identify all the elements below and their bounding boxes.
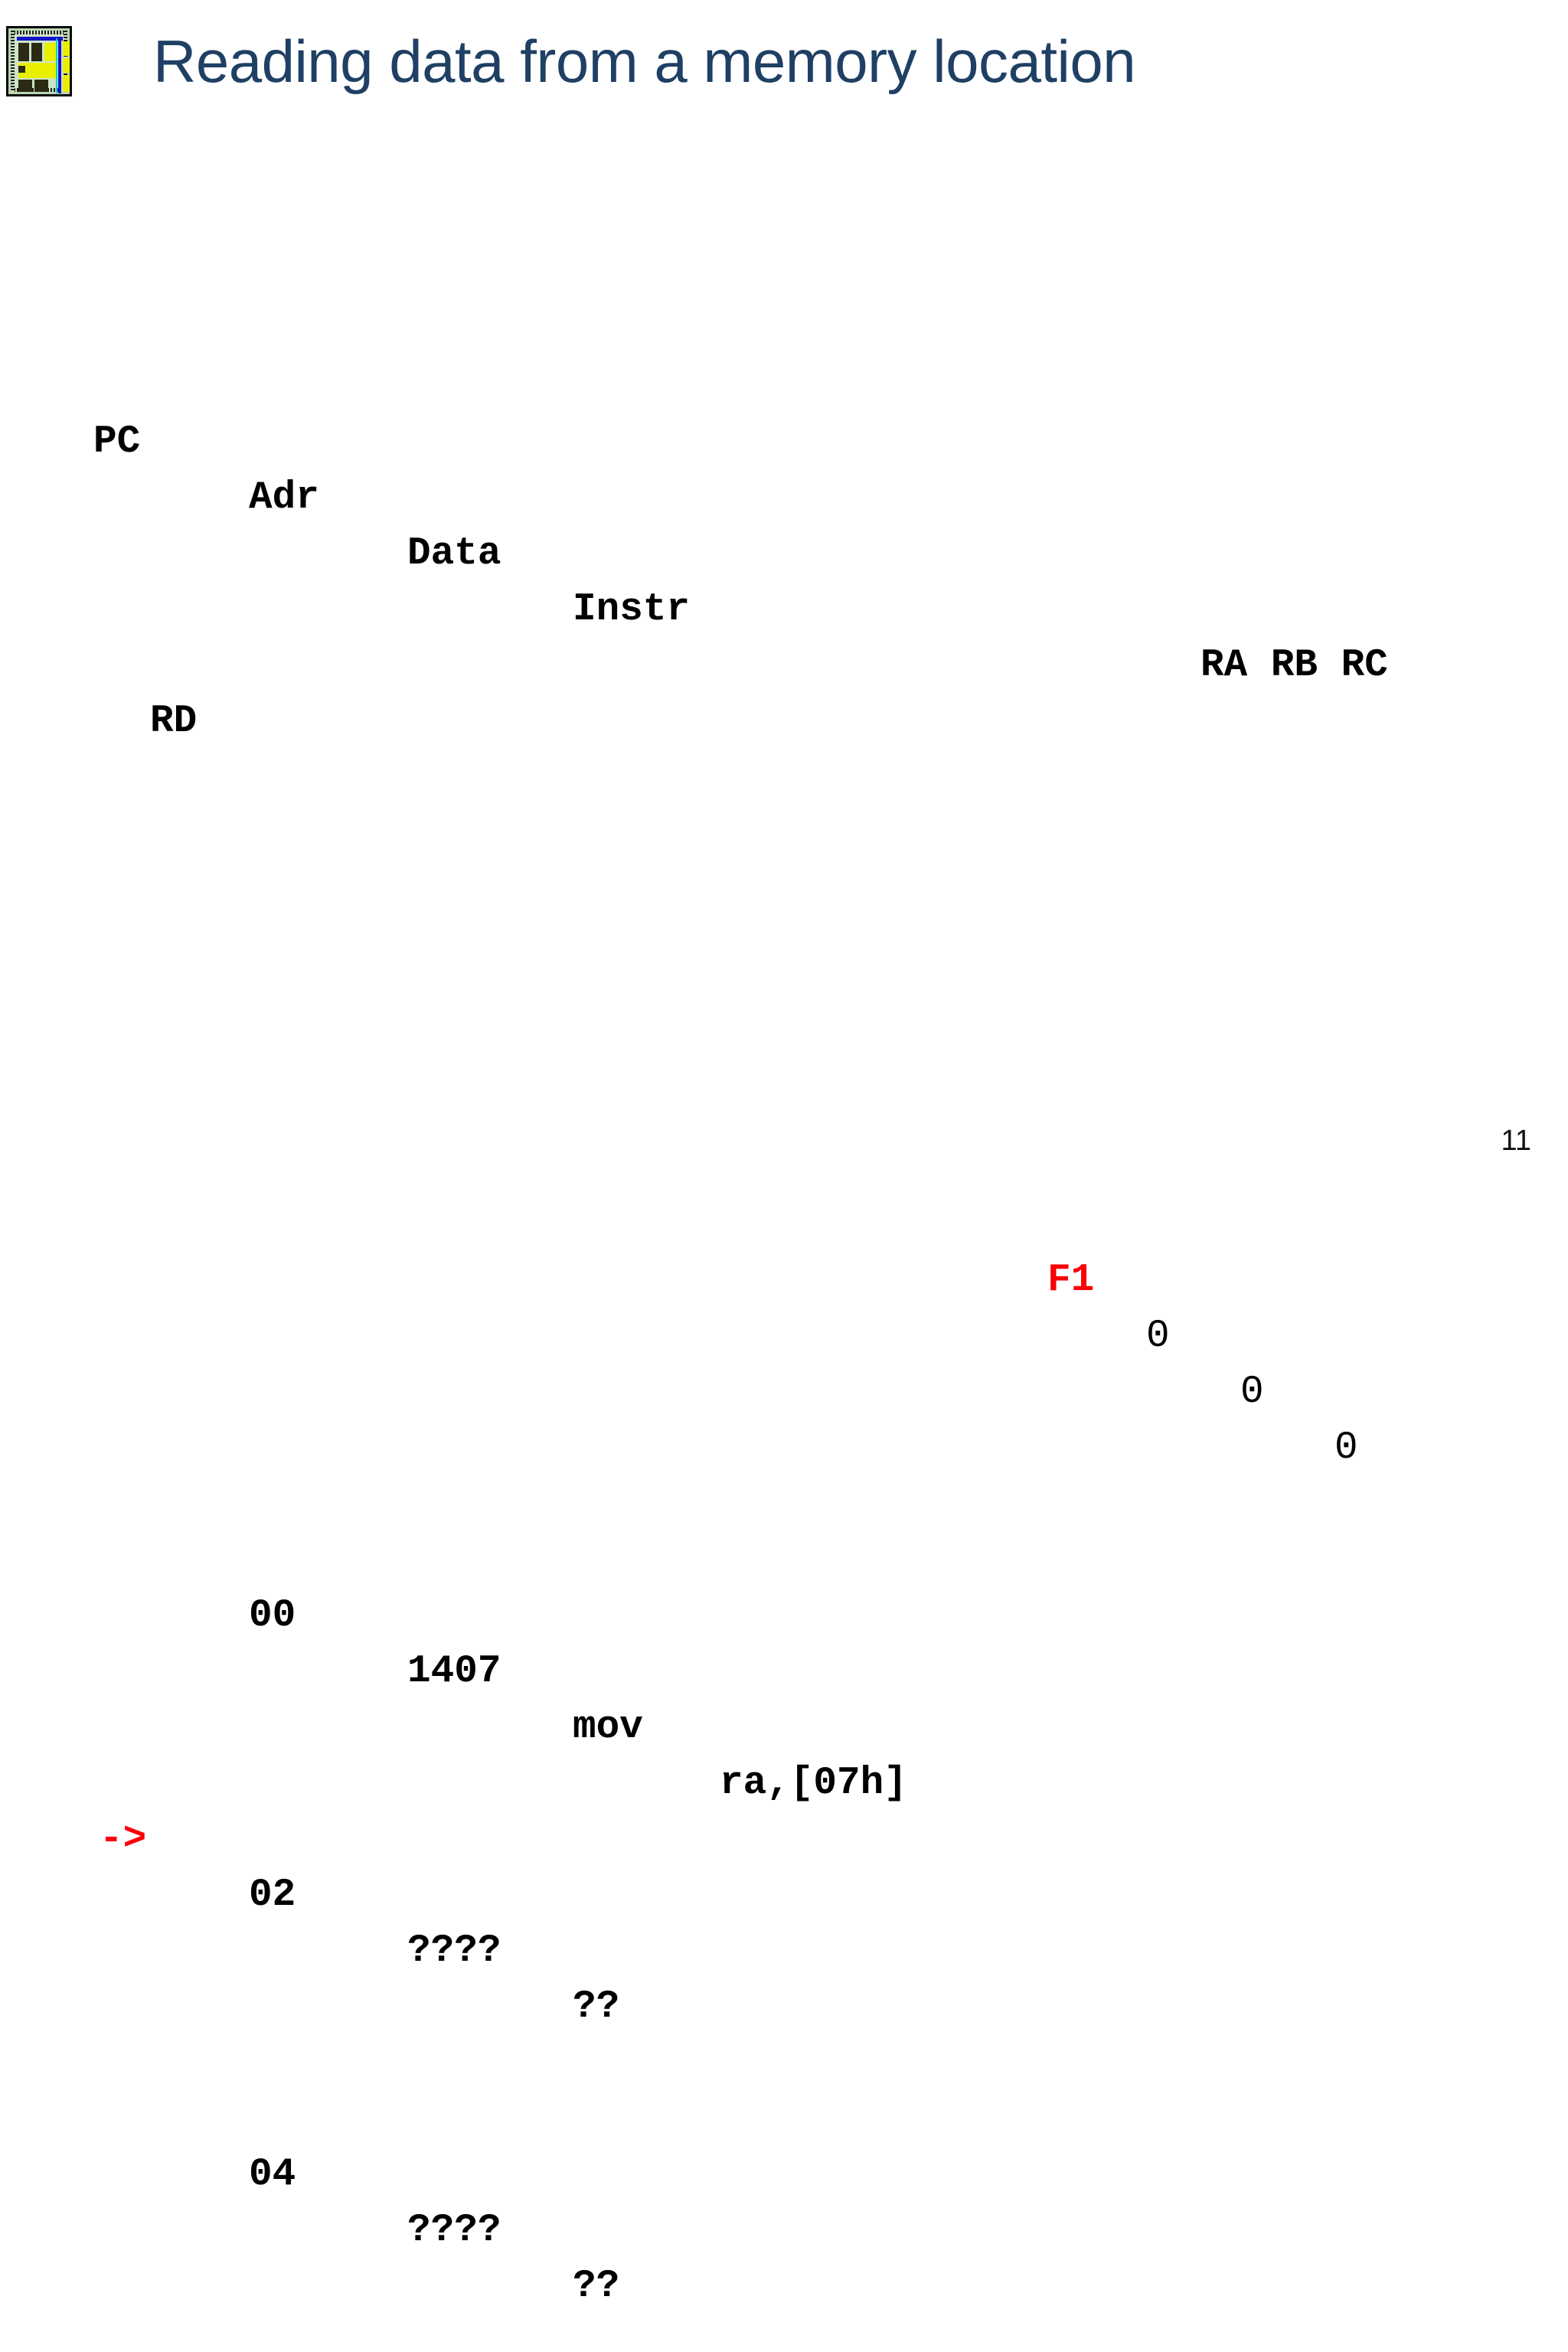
row-data: ????	[407, 1929, 501, 1973]
page-number: 11	[1501, 1125, 1531, 1157]
header-adr: Adr	[249, 476, 319, 520]
row-instr: mov	[573, 1706, 643, 1749]
table-row: 04 ???? ??	[0, 2035, 1568, 2308]
table-header-row: PC Adr Data Instr RA RB RC	[0, 358, 1568, 688]
header-ra: RA	[1200, 644, 1248, 688]
table-header-row-continued: RD	[0, 638, 1568, 743]
header-rd: RD	[150, 700, 198, 743]
header-rc: RC	[1341, 644, 1388, 688]
memory-listing: PC Adr Data Instr RA RB RC RD F1 0 0 0 0…	[0, 135, 1568, 2352]
register-values-row: F1 0 0 0	[0, 1197, 1568, 1470]
register-rb-value: 0	[1146, 1315, 1170, 1358]
header-rb: RB	[1270, 644, 1318, 688]
row-instr: ??	[573, 2265, 620, 2308]
slide-header: Reading data from a memory location	[0, 0, 1568, 130]
header-data: Data	[407, 532, 501, 576]
table-row: -> 02 ???? ??	[0, 1756, 1568, 2029]
spacer-row	[0, 917, 1568, 973]
header-pc: PC	[93, 420, 141, 464]
row-instr: ??	[573, 1985, 620, 2029]
row-address: 02	[249, 1873, 296, 1917]
row-data: ????	[407, 2209, 501, 2252]
register-rd-value: 0	[1334, 1426, 1358, 1470]
table-row: 00 1407 mov ra,[07h]	[0, 1476, 1568, 1805]
header-instr: Instr	[573, 588, 691, 632]
row-address: 04	[249, 2153, 296, 2197]
pc-pointer-arrow: ->	[100, 1818, 147, 1861]
table-row: 06 ??F1 ??	[0, 2314, 1568, 2352]
row-data: 1407	[407, 1650, 501, 1694]
chip-die-photo-icon	[6, 26, 72, 96]
row-address: 00	[249, 1594, 296, 1638]
register-ra-value: F1	[1047, 1259, 1095, 1302]
page-title: Reading data from a memory location	[153, 28, 1136, 95]
register-rc-value: 0	[1240, 1370, 1264, 1414]
header-registers: RA RB RC	[1200, 638, 1388, 694]
